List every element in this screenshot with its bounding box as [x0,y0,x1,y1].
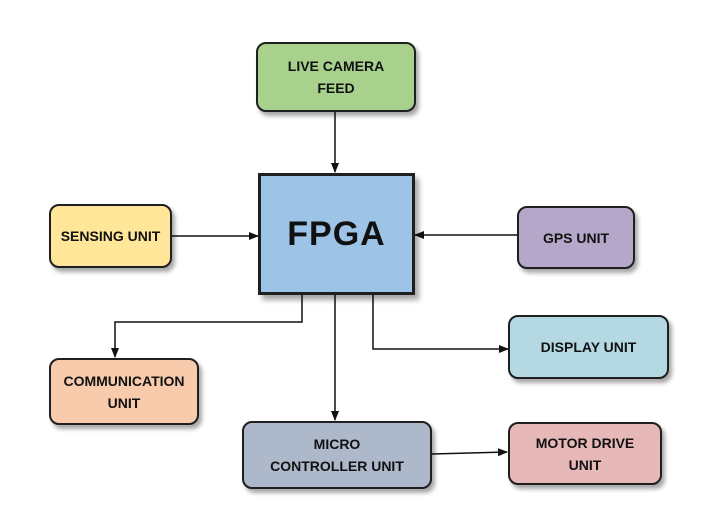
display-unit-node: DISPLAY UNIT [508,315,669,379]
display-unit-label: DISPLAY UNIT [540,339,637,355]
sensing-unit-node: SENSING UNIT [49,204,172,268]
edge-fpga-to-display [372,295,509,353]
gps-unit-node: GPS UNIT [517,206,635,269]
live-camera-feed-label: LIVE CAMERA FEED [287,58,385,96]
communication-unit-label: COMMUNICATION UNIT [63,372,185,411]
micro-controller-unit-node: MICRO CONTROLLER UNIT [242,421,432,489]
edge-fpga-to-communication [111,295,303,358]
communication-unit-node: COMMUNICATION UNIT [49,358,199,425]
motor-drive-unit-node: MOTOR DRIVE UNIT [508,422,662,485]
live-camera-feed-node: LIVE CAMERA FEED [256,42,416,112]
sensing-unit-label: SENSING UNIT [60,228,161,244]
motor-drive-unit-label: MOTOR DRIVE UNIT [535,434,635,473]
micro-controller-unit-label: MICRO CONTROLLER UNIT [270,436,404,474]
fpga-node: FPGA [258,173,415,295]
edge-micro-to-motor [431,448,508,457]
fpga-label: FPGA [287,215,386,253]
gps-unit-label: GPS UNIT [542,229,610,246]
